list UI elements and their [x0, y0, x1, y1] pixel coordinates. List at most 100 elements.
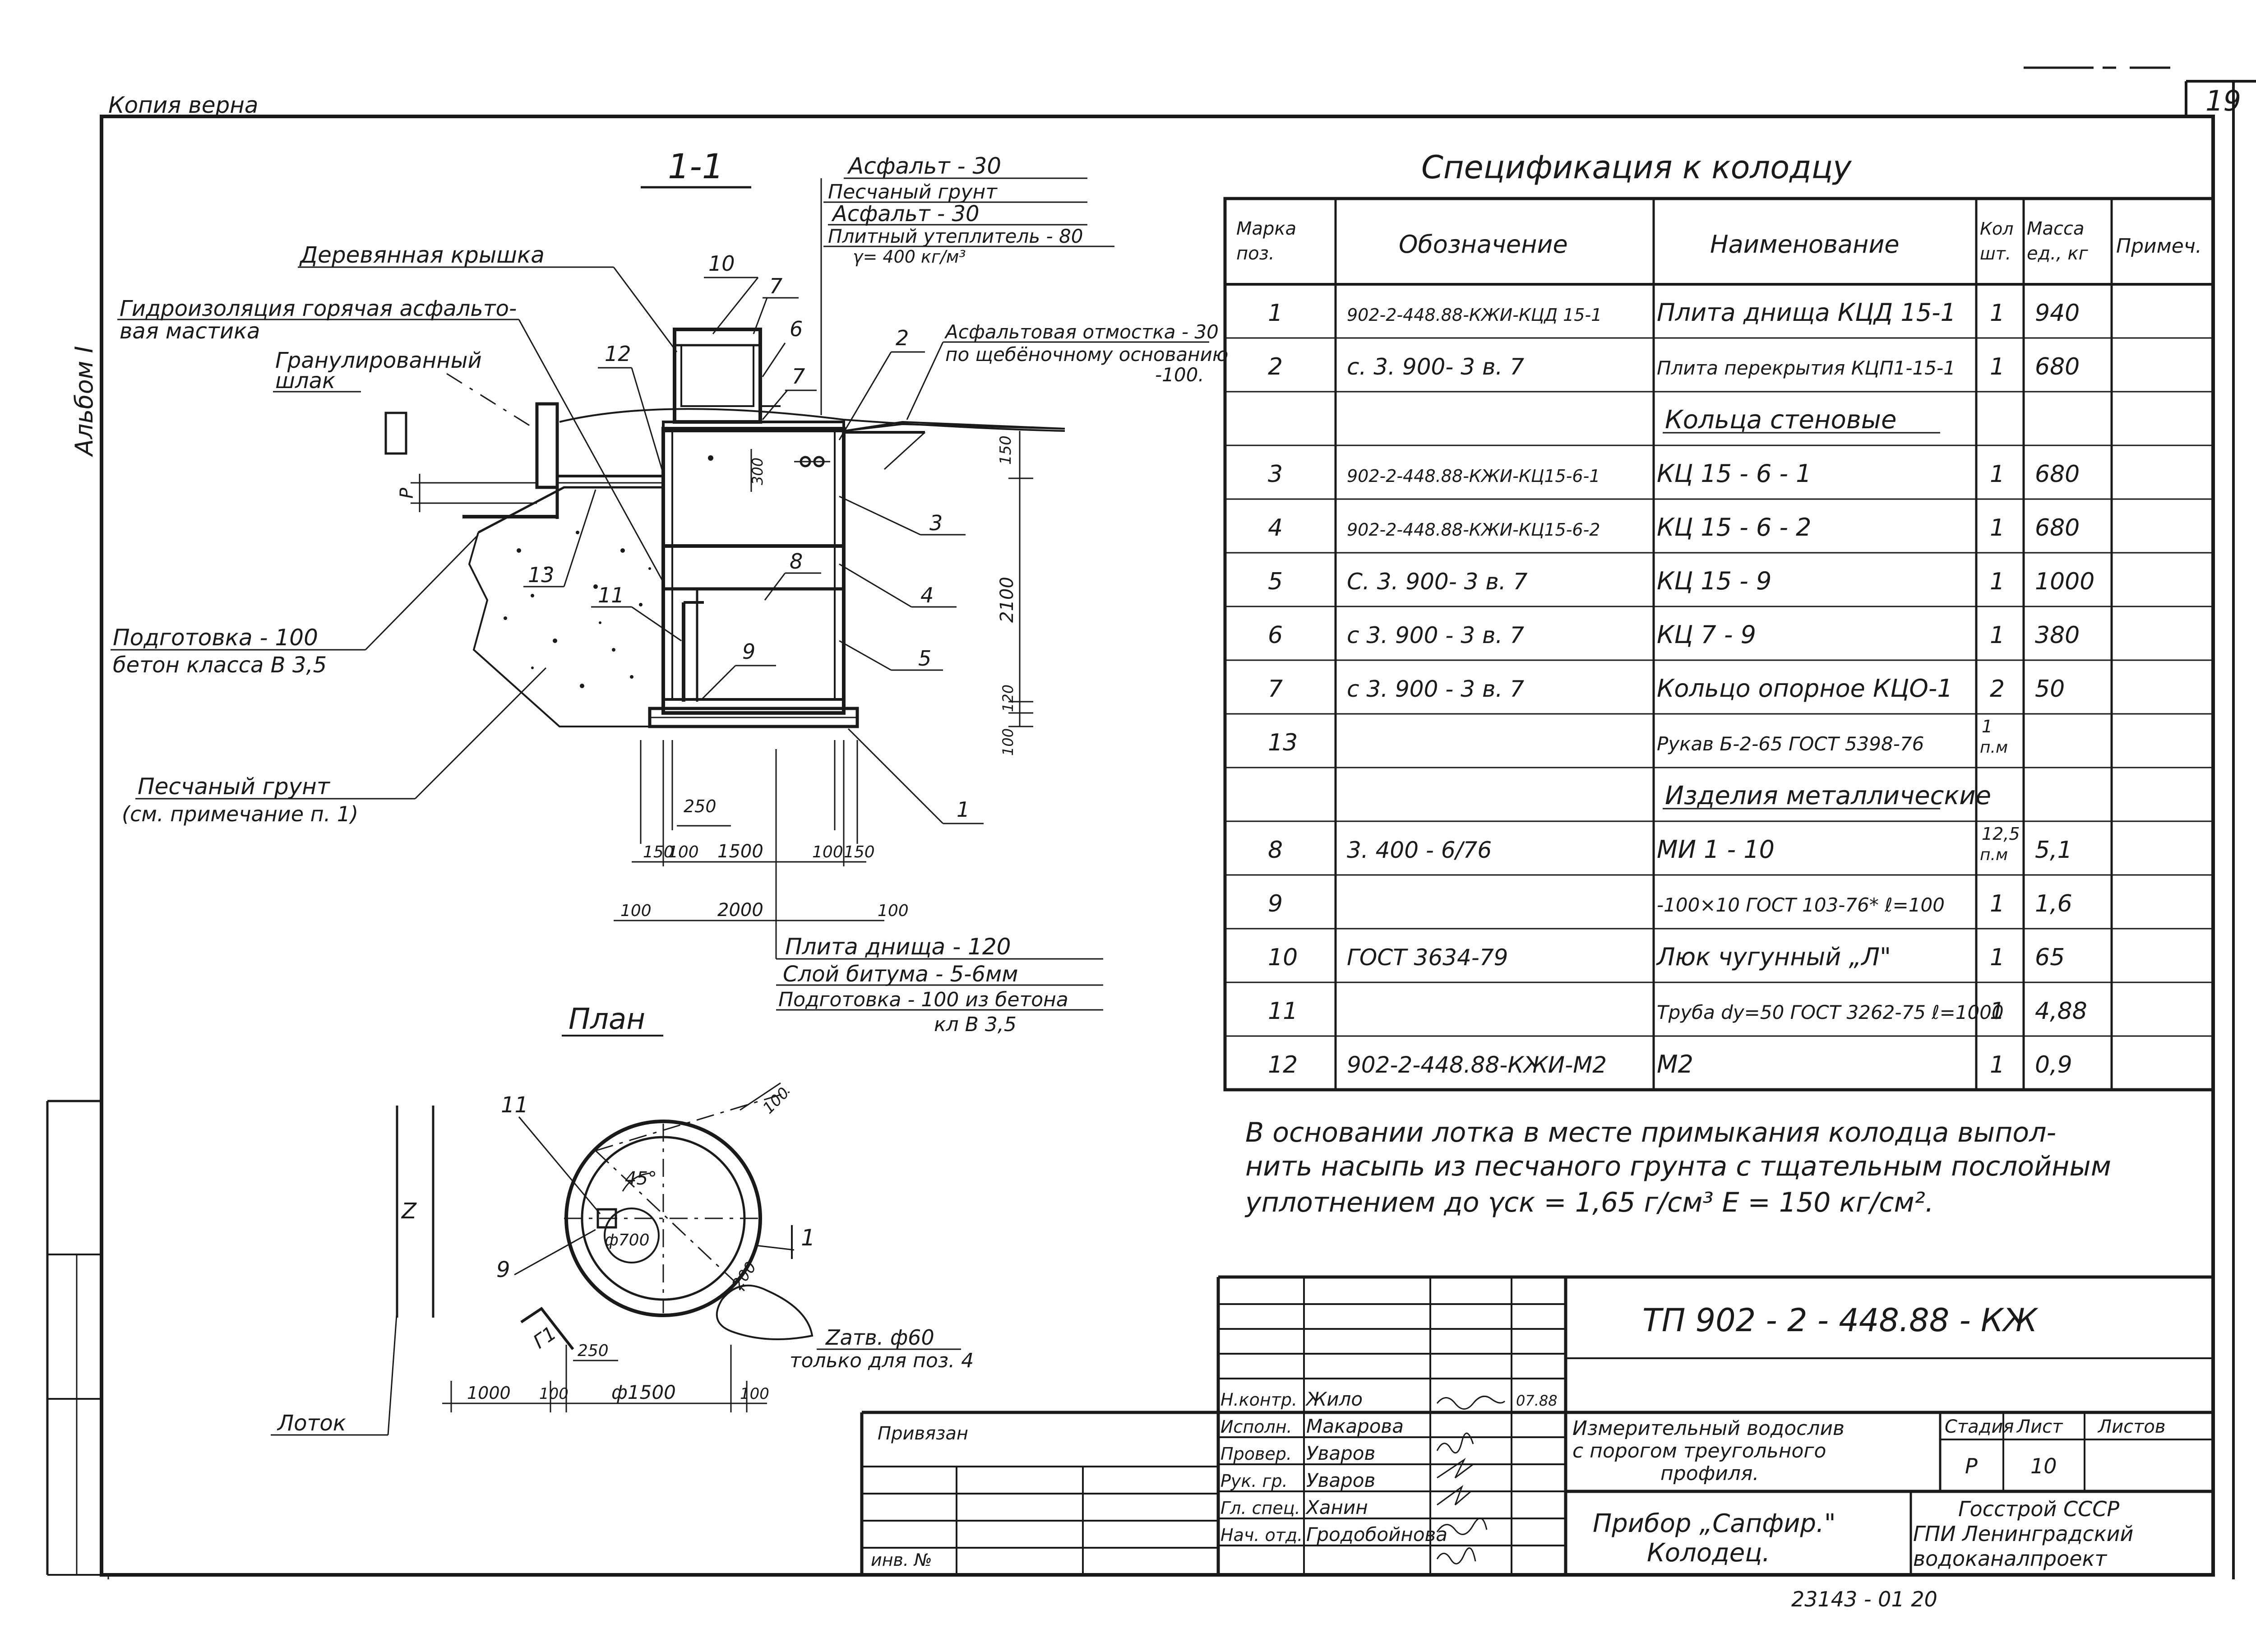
spec-group-heading: Кольца стеновые	[1665, 405, 1896, 435]
spec-cell-name: КЦ 15 - 6 - 1	[1657, 459, 1811, 488]
spec-cell-code: 3. 400 - 6/76	[1347, 837, 1492, 863]
spec-cell-code: ГОСТ 3634-79	[1347, 944, 1508, 971]
svg-text:100: 100	[539, 1385, 569, 1403]
spec-cell-pos: 9	[1268, 890, 1283, 917]
svg-text:100: 100	[878, 902, 909, 920]
label-slag-2: шлак	[275, 368, 335, 393]
role-label: Провер.	[1220, 1444, 1292, 1464]
svg-text:100: 100	[812, 843, 843, 861]
sheet-number: 19	[2205, 84, 2241, 117]
spec-cell-qty-unit: п.м	[1980, 846, 2008, 864]
svg-text:100: 100	[740, 1385, 769, 1403]
svg-text:1: 1	[801, 1225, 815, 1251]
spec-cell-qty: 1	[1990, 890, 2005, 917]
label-asphalt-blind-3: -100.	[1155, 364, 1204, 386]
spec-cell-pos: 4	[1268, 514, 1283, 541]
svg-text:45°: 45°	[625, 1168, 657, 1189]
spec-header-1: Обозначение	[1399, 230, 1568, 259]
spec-cell-qty: 1	[1990, 568, 2005, 595]
label-asphalt-blind-1: Асфальтовая отмостка - 30	[944, 321, 1219, 343]
svg-text:7: 7	[792, 364, 805, 389]
label-sand-1: Песчаный грунт	[138, 773, 331, 800]
svg-text:9: 9	[742, 639, 755, 664]
album-label: Альбом I	[70, 346, 98, 457]
svg-text:кл В 3,5: кл В 3,5	[934, 1013, 1017, 1036]
spec-group-heading: Изделия металлические	[1665, 781, 1991, 810]
spec-cell-name: КЦ 7 - 9	[1657, 620, 1756, 649]
svg-text:Слой битума - 5-6мм: Слой битума - 5-6мм	[783, 962, 1018, 987]
dim-100-vertical: 100	[999, 728, 1017, 756]
spec-cell-qty: 1	[1990, 514, 2005, 541]
svg-text:Лист: Лист	[2016, 1416, 2063, 1437]
svg-text:Асфальт - 30: Асфальт - 30	[831, 201, 980, 227]
spec-cell-qty: 12,5	[1982, 824, 2020, 844]
svg-text:6: 6	[790, 317, 803, 341]
spec-row: Изделия металлические	[1663, 781, 1991, 810]
svg-text:Песчаный грунт: Песчаный грунт	[828, 180, 998, 204]
spec-cell-code: 902-2-448.88-КЖИ-КЦД 15-1	[1347, 305, 1602, 325]
spec-header-0-sub: поз.	[1236, 243, 1275, 264]
spec-cell-qty: 2	[1990, 676, 2005, 703]
spec-cell-qty: 1	[1990, 461, 2005, 488]
spec-cell-code: с 3. 900 - 3 в. 7	[1347, 676, 1524, 702]
label-asphalt-blind-2: по щебёночному основанию	[945, 343, 1228, 366]
svg-text:11: 11	[501, 1092, 528, 1118]
role-label: Н.контр.	[1220, 1390, 1297, 1410]
spec-cell-code: 902-2-448.88-КЖИ-М2	[1347, 1052, 1607, 1078]
object-name-2: Колодец.	[1647, 1538, 1770, 1568]
spec-title: Спецификация к колодцу	[1421, 149, 1852, 186]
spec-header-3-sub: шт.	[1980, 244, 2011, 264]
stage-value: Р	[1965, 1454, 1978, 1478]
plan-title: План	[569, 1003, 645, 1036]
svg-text:250: 250	[578, 1342, 609, 1360]
role-row: Исполн.Макарова	[1220, 1415, 1404, 1437]
svg-text:γ= 400 кг/м³: γ= 400 кг/м³	[853, 247, 966, 267]
svg-text:Асфальт - 30: Асфальт - 30	[847, 153, 1001, 179]
plan-dim-1500: ф1500	[611, 1381, 676, 1403]
spec-cell-pos: 7	[1268, 676, 1283, 703]
sheet-value: 10	[2030, 1454, 2057, 1478]
spec-cell-name: Люк чугунный „Л"	[1656, 943, 1891, 971]
spec-row: 10 ГОСТ 3634-79 Люк чугунный „Л" 1 65	[1268, 943, 2065, 971]
svg-text:100: 100	[620, 902, 652, 920]
note-block: В основании лотка в месте примыкания кол…	[1244, 1117, 2111, 1218]
dim-2000: 2000	[717, 900, 763, 921]
spec-cell-name: Плита перекрытия КЦП1-15-1	[1657, 357, 1956, 379]
svg-text:8: 8	[790, 549, 803, 574]
spec-cell-pos: 12	[1268, 1051, 1298, 1078]
svg-text:Zатв. ф60: Zатв. ф60	[825, 1325, 934, 1350]
section-title: 1-1	[668, 146, 724, 186]
svg-text:Листов: Листов	[2097, 1416, 2165, 1437]
role-name: Ханин	[1305, 1496, 1368, 1518]
spec-cell-code: с. 3. 900- 3 в. 7	[1347, 354, 1524, 380]
spec-cell-mass: 380	[2035, 622, 2080, 649]
spec-cell-mass: 1000	[2035, 568, 2094, 595]
note-line-2: нить насыпь из песчаного грунта с тщател…	[1245, 1151, 2111, 1182]
spec-cell-name: Плита днища КЦД 15-1	[1657, 298, 1956, 327]
spec-cell-qty: 1	[1990, 944, 2005, 971]
spec-cell-code: 902-2-448.88-КЖИ-КЦ15-6-2	[1347, 520, 1600, 540]
spec-cell-mass: 65	[2035, 944, 2065, 971]
sheet-frame	[46, 66, 2256, 1579]
spec-cell-pos: 8	[1268, 837, 1283, 864]
spec-cell-mass: 50	[2035, 676, 2065, 703]
svg-text:5: 5	[918, 646, 931, 671]
svg-text:профиля.: профиля.	[1660, 1462, 1759, 1485]
spec-row: 2 с. 3. 900- 3 в. 7 Плита перекрытия КЦП1-…	[1268, 353, 2080, 380]
spec-row: Кольца стеновые	[1663, 405, 1940, 435]
role-label: Гл. спец.	[1220, 1498, 1300, 1518]
svg-text:150: 150	[844, 843, 875, 861]
spec-cell-mass: 1,6	[2035, 890, 2072, 917]
spec-cell-pos: 2	[1268, 353, 1283, 380]
label-tray: Лоток	[277, 1411, 346, 1436]
role-row: Гл. спец.Ханин	[1220, 1496, 1368, 1518]
dim-250: 250	[684, 796, 717, 816]
spec-cell-pos: 10	[1268, 944, 1298, 971]
